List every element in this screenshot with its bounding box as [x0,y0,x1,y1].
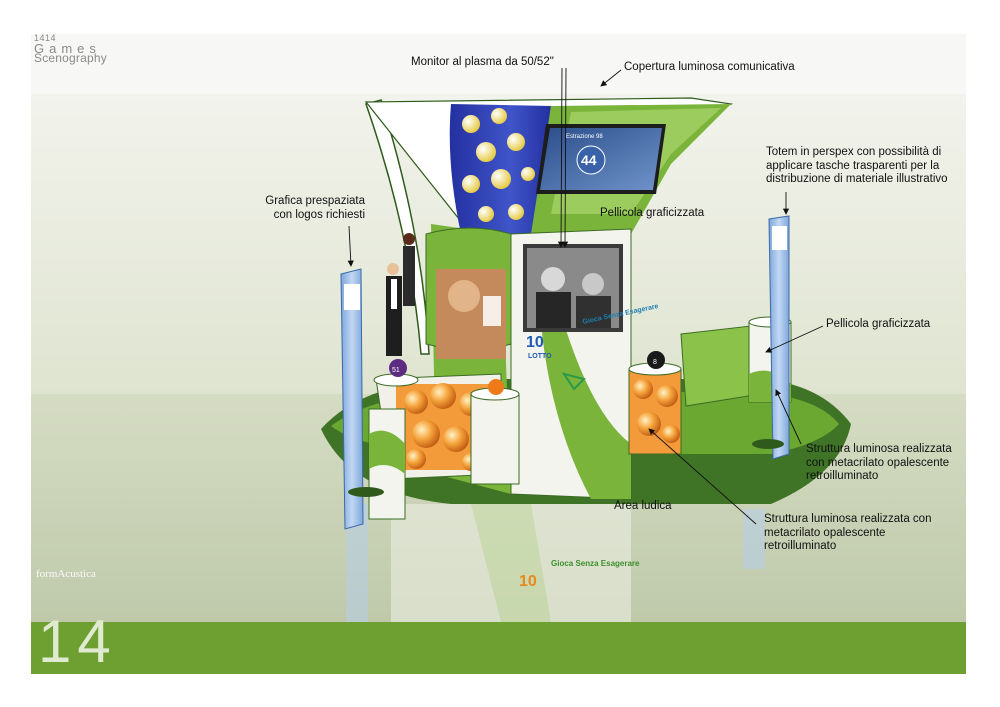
page-number: 14 [38,608,117,675]
footer-logo: formAcustica [36,568,96,580]
floor-reflection [346,504,765,622]
annotation-pellicola-center: Pellicola graficizzata [600,207,705,219]
annotation-struttura-1: Struttura luminosa realizzata con metacr… [806,443,952,482]
right-totem [768,215,790,460]
screen-number: 44 [581,152,597,168]
canopy-balls [462,108,535,222]
annotation-struttura-2: Struttura luminosa realizzata con metacr… [764,513,932,552]
stand-render: 10 Gioca Senza Esagerare Estrazione 98 [31,34,966,674]
ball-number: 51 [392,367,400,374]
canopy-graphic [449,104,551,234]
reflection-logo-10: 10 [519,573,537,590]
screen-header: Estrazione 98 [566,134,603,140]
annotation-totem: Totem in perspex con possibilità di appl… [766,146,948,185]
brand-games: Games [34,41,101,56]
stand-render-sheet: 10 Gioca Senza Esagerare Estrazione 98 [31,34,966,674]
reflection-slogan: Gioca Senza Esagerare [551,559,640,568]
left-totem [340,268,364,530]
annotation-grafica: Grafica prespaziata con logos richiesti [265,195,365,221]
logo-10: 10 [526,334,544,351]
annotation-arrows [347,67,824,525]
annotation-pellicola-right: Pellicola graficizzata [826,318,931,330]
logo-lotto: LOTTO [528,353,552,360]
annotation-area-ludica: Area ludica [614,500,672,512]
brand-scenography: Scenography [34,51,107,65]
annotation-monitor: Monitor al plasma da 50/52" [411,56,554,68]
annotation-copertura: Copertura luminosa comunicativa [624,61,795,73]
people-figures [386,233,415,356]
green-footer-band [31,622,966,674]
ball-number-2: 8 [653,359,657,366]
brand-number: 1414 [34,33,57,43]
